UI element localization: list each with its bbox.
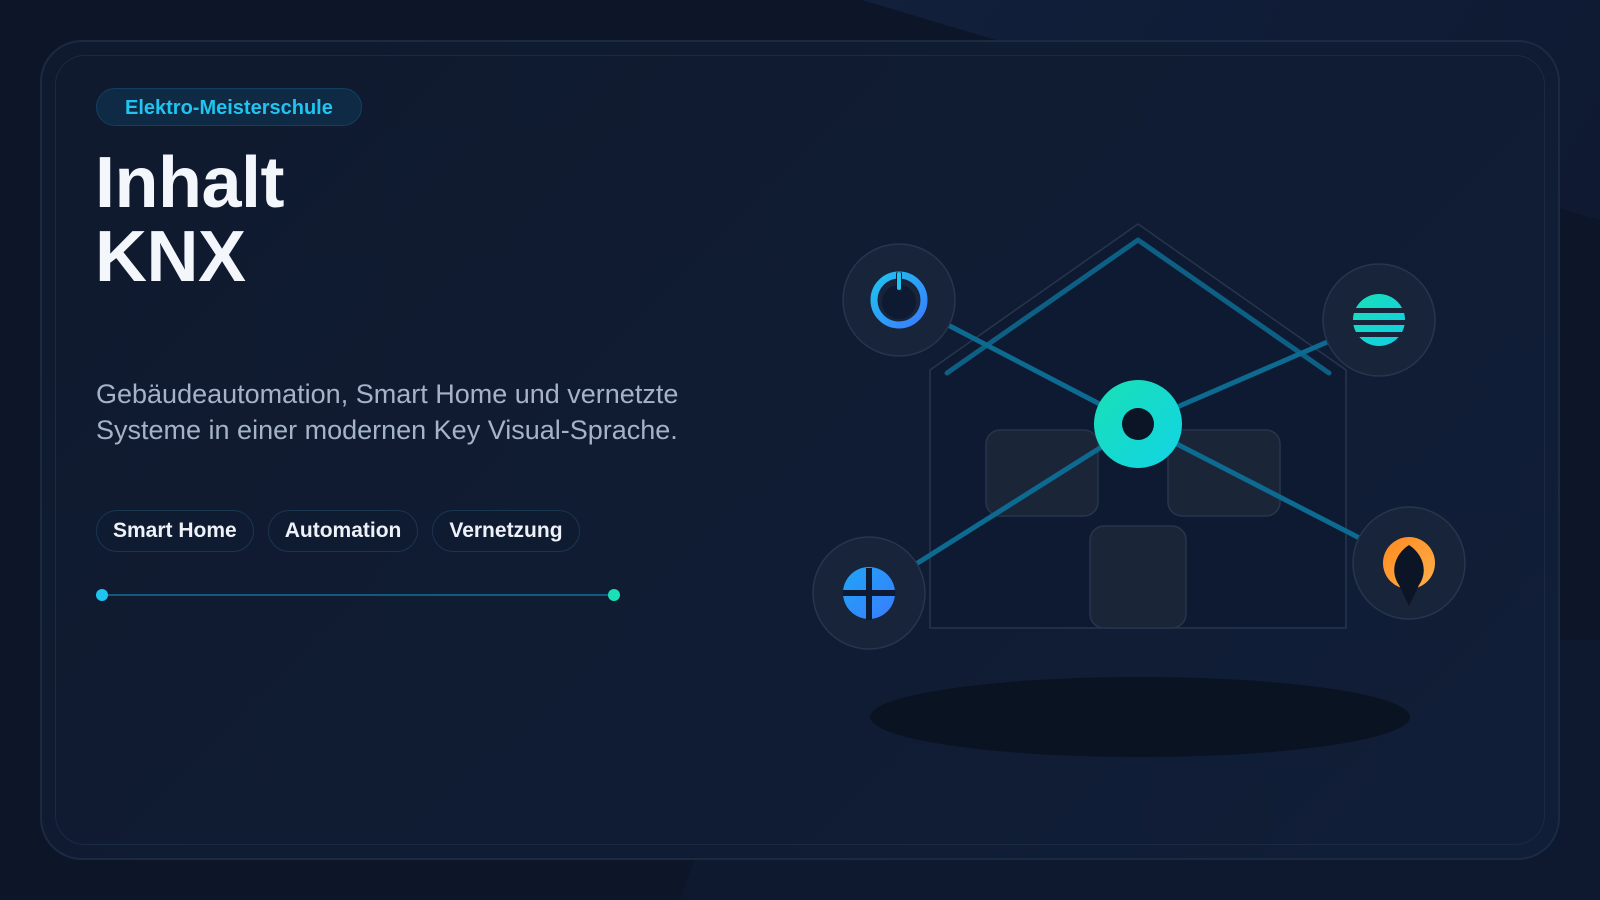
node-plus: [812, 536, 926, 650]
title-line-2: KNX: [95, 217, 246, 297]
page-subtitle: Gebäudeautomation, Smart Home und vernet…: [96, 376, 776, 448]
divider-dot-start: [96, 589, 108, 601]
plus-icon: [843, 567, 895, 620]
divider-dot-end: [608, 589, 620, 601]
accent-divider: [96, 589, 620, 601]
school-badge: Elektro-Meisterschule: [96, 88, 362, 126]
node-flame: [1352, 506, 1466, 620]
knx-hub-icon: [1094, 380, 1182, 468]
smart-home-illustration: [812, 223, 1466, 757]
power-icon: [870, 271, 928, 329]
tag-smart-home: Smart Home: [96, 510, 254, 552]
menu-lines-icon: [1351, 294, 1407, 346]
roof-line: [944, 237, 1332, 376]
title-line-1: Inhalt: [95, 143, 285, 223]
subtitle-line-2: Systeme in einer modernen Key Visual-Spr…: [96, 415, 678, 445]
page-title: Inhalt KNX: [95, 143, 285, 297]
tag-automation: Automation: [267, 510, 419, 552]
house-window-left: [985, 429, 1099, 517]
node-menu: [1322, 263, 1436, 377]
house-window-right: [1167, 429, 1281, 517]
tag-vernetzung: Vernetzung: [432, 510, 580, 552]
node-power: [842, 243, 956, 357]
house-door: [1089, 525, 1187, 629]
flame-icon: [1383, 537, 1435, 606]
hero-card-inner-border: [55, 55, 1545, 845]
subtitle-line-1: Gebäudeautomation, Smart Home und vernet…: [96, 379, 679, 409]
tag-list: Smart Home Automation Vernetzung: [96, 510, 580, 552]
house-shadow: [870, 677, 1410, 757]
